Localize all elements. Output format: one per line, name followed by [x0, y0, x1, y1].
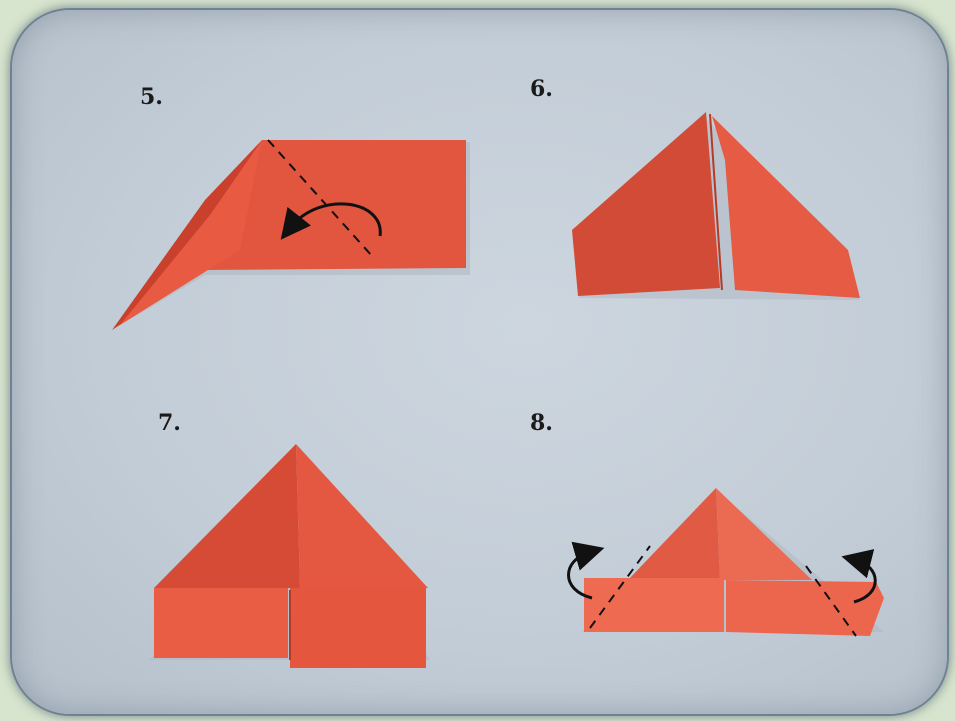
step-5-label: 5. [140, 84, 163, 110]
step-7-triangle-right [296, 444, 428, 588]
step-7-bottom-right-flap [290, 588, 426, 668]
step-8-label: 8. [530, 410, 553, 436]
photo-canvas: 5. 6. 7. 8. [12, 10, 947, 714]
step-6-figure [572, 112, 860, 300]
step-8-triangle-left [628, 488, 720, 580]
step-7-figure [150, 444, 430, 668]
step-5-figure [112, 140, 470, 330]
step-6-right-wing [712, 116, 860, 298]
origami-instructions-photo: 5. 6. 7. 8. [12, 10, 947, 714]
step-8-bottom-right-band [726, 580, 884, 636]
step-6-label: 6. [530, 76, 553, 102]
step-8-triangle-right [716, 488, 812, 580]
step-8-bottom-left-band [584, 578, 724, 632]
step-6-left-wing [572, 112, 720, 296]
step-8-figure [569, 488, 885, 636]
step-7-label: 7. [158, 410, 181, 436]
step-7-bottom-left-flap [154, 588, 288, 658]
step-7-triangle-left [154, 444, 300, 588]
